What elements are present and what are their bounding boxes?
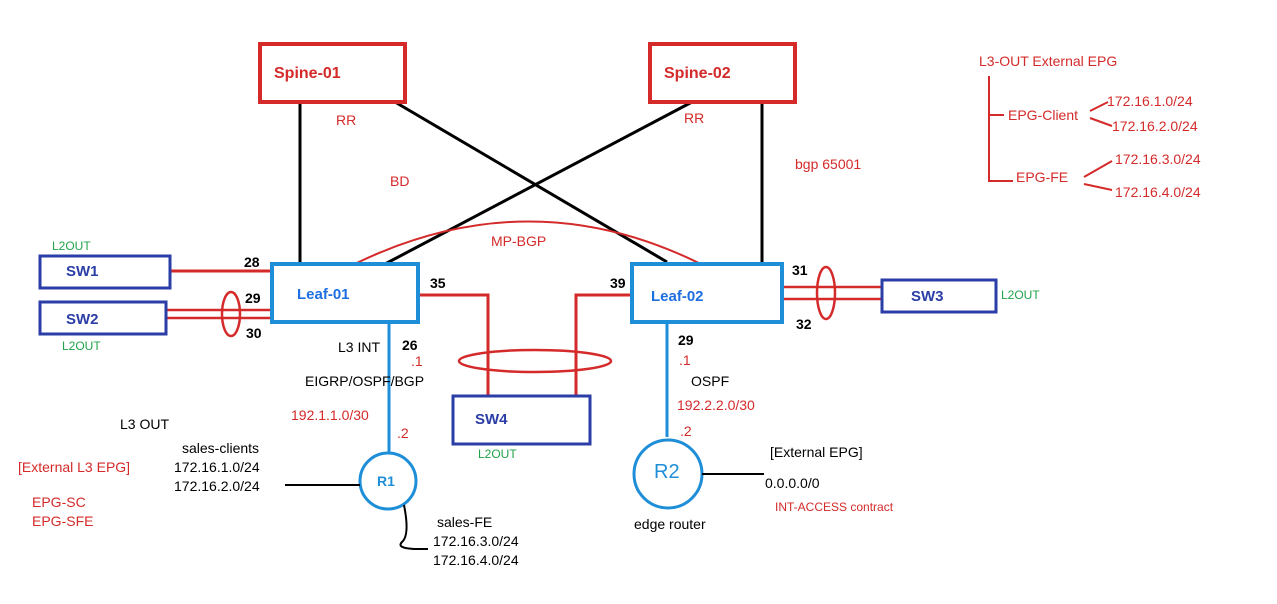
link-leaf2-sw4: [574, 293, 632, 396]
leaf-01-box: [270, 262, 420, 324]
ospf-label: OSPF: [691, 373, 730, 389]
link-spine2-leaf1: [384, 100, 693, 266]
leaf-01-label: Leaf-01: [297, 286, 350, 303]
legend-epg-fe-net1: 172.16.3.0/24: [1115, 151, 1201, 167]
external-epg-label: [External EPG]: [770, 444, 863, 460]
sw2-box: [38, 300, 168, 336]
legend-client-net1-line: [1089, 101, 1109, 112]
sales-clients-net1: 172.16.1.0/24: [174, 459, 260, 475]
port-channel-sw3: [815, 265, 837, 321]
r2-label: R2: [654, 461, 680, 483]
legend-fe-net2-line: [1083, 183, 1113, 191]
spine-01-box: [258, 42, 407, 104]
l2out-label-sw1: L2OUT: [52, 239, 91, 253]
legend-epg-client-net1: 172.16.1.0/24: [1107, 93, 1193, 109]
port-28: 28: [244, 254, 260, 270]
sales-clients-net2: 172.16.2.0/24: [174, 478, 260, 494]
link-leaf1-sw4: [418, 293, 490, 396]
l2out-label-sw3: L2OUT: [1001, 288, 1040, 302]
sw2-label: SW2: [66, 311, 99, 328]
sales-fe-net1: 172.16.3.0/24: [433, 533, 519, 549]
mp-bgp-arc: [336, 220, 719, 274]
r1-label: R1: [377, 473, 395, 489]
legend-epg-client-net2: 172.16.2.0/24: [1112, 118, 1198, 134]
link-r1-sales-fe: [399, 504, 428, 550]
port-30: 30: [246, 325, 262, 341]
port-29-leaf2: 29: [678, 332, 694, 348]
rr-label-spine1: RR: [336, 112, 357, 128]
link-spine1-leaf2: [394, 100, 668, 264]
leaf-02-label: Leaf-02: [651, 288, 704, 305]
legend-fe-net1-line: [1083, 160, 1113, 178]
sw4-box: [451, 394, 592, 446]
bgp-asn-label: bgp 65001: [795, 156, 862, 172]
spine-02-label: Spine-02: [664, 65, 731, 82]
rr-label-spine2: RR: [684, 110, 705, 126]
sw3-label: SW3: [911, 288, 944, 305]
l3-out-label: L3 OUT: [120, 416, 170, 432]
port-39: 39: [610, 275, 626, 291]
r1-link-dot1: .1: [411, 353, 423, 369]
port-29-leaf1: 29: [245, 290, 261, 306]
port-channel-sw4: [457, 348, 613, 374]
routing-protocols-label: EIGRP/OSPF/BGP: [305, 373, 425, 389]
leaf-02-box: [630, 262, 784, 324]
legend-epg-fe-net2: 172.16.4.0/24: [1115, 184, 1201, 200]
sales-fe-label: sales-FE: [437, 514, 493, 530]
l2out-label-sw2: L2OUT: [62, 339, 101, 353]
sw1-label: SW1: [66, 263, 99, 280]
sw1-box: [38, 254, 172, 290]
epg-sfe-label: EPG-SFE: [32, 513, 94, 529]
r2-link-dot2: .2: [680, 423, 692, 439]
sales-clients-label: sales-clients: [182, 440, 260, 456]
external-l3-epg-label: [External L3 EPG]: [18, 459, 131, 475]
port-32: 32: [796, 316, 812, 332]
sales-fe-net2: 172.16.4.0/24: [433, 552, 519, 568]
port-35: 35: [430, 275, 446, 291]
l3-int-label: L3 INT: [338, 339, 381, 355]
l2out-label-sw4: L2OUT: [478, 447, 517, 461]
r1-link-dot2: .2: [397, 425, 409, 441]
r2-subnet-label: 192.2.2.0/30: [677, 397, 755, 413]
mp-bgp-label: MP-BGP: [491, 233, 547, 249]
port-26: 26: [402, 337, 418, 353]
r2-link-dot1: .1: [679, 352, 691, 368]
legend-epg-client: EPG-Client: [1008, 107, 1079, 123]
port-31: 31: [792, 262, 808, 278]
epg-sc-label: EPG-SC: [32, 494, 86, 510]
default-route-label: 0.0.0.0/0: [765, 475, 820, 491]
legend-client-net2-line: [1089, 117, 1113, 127]
int-access-contract-label: INT-ACCESS contract: [775, 500, 894, 514]
port-channel-sw2: [220, 290, 242, 338]
sw4-label: SW4: [475, 411, 508, 428]
r1-subnet-label: 192.1.1.0/30: [291, 407, 369, 423]
legend-title: L3-OUT External EPG: [979, 53, 1118, 69]
sw3-box: [880, 278, 998, 314]
edge-router-label: edge router: [634, 516, 706, 532]
legend-epg-fe: EPG-FE: [1016, 169, 1069, 185]
bd-label: BD: [390, 173, 410, 189]
r1-circle: [358, 451, 418, 511]
spine-01-label: Spine-01: [274, 65, 341, 82]
spine-02-box: [648, 42, 797, 104]
